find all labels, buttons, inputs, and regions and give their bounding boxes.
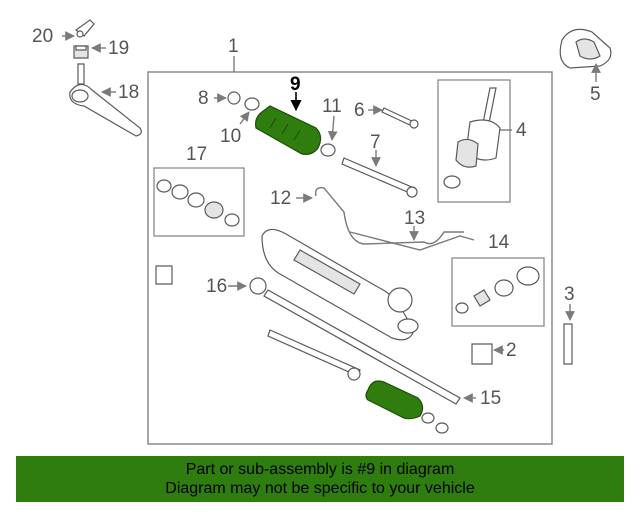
boot-part-9[interactable]	[255, 105, 322, 155]
seal-kit-part-17	[156, 179, 240, 227]
callout-17: 17	[186, 144, 207, 165]
cylinder-box	[451, 257, 545, 327]
inner-tie-rod-part-7	[341, 157, 418, 198]
parts-diagram: 1 2 3 4 5 6 7 8 9 10 11 12 13 14 15 16 1…	[32, 19, 612, 445]
callout-15: 15	[480, 388, 501, 409]
callout-9[interactable]: 9	[290, 74, 301, 95]
seal-kit-box	[153, 167, 245, 237]
callout-19: 19	[108, 38, 129, 59]
valve-part-4	[443, 87, 501, 189]
callout-1: 1	[228, 36, 239, 57]
callout-4: 4	[516, 120, 527, 141]
clip-part	[74, 19, 95, 38]
callout-11: 11	[322, 96, 342, 117]
callout-14: 14	[488, 232, 510, 253]
callout-3: 3	[564, 284, 575, 305]
callout-12: 12	[270, 188, 291, 209]
callout-2: 2	[506, 340, 517, 361]
fitment-notice-line-1: Part or sub-assembly is #9 in diagram	[185, 461, 455, 478]
assembly-frame	[147, 71, 553, 445]
rack-housing	[261, 228, 419, 341]
callout-16: 16	[206, 276, 227, 297]
callout-7: 7	[370, 132, 381, 153]
mount-part	[559, 28, 612, 69]
boot-part-9-lower[interactable]	[365, 380, 424, 420]
callout-20: 20	[32, 26, 53, 47]
valve-box	[437, 79, 511, 203]
callout-13: 13	[404, 208, 425, 229]
callout-6: 6	[354, 100, 365, 121]
bolt-part-6	[381, 107, 419, 129]
nut-part	[73, 45, 89, 59]
fitment-notice-line-2: Diagram may not be specific to your vehi…	[165, 480, 475, 497]
fitment-notice-banner: Part or sub-assembly is #9 in diagram Di…	[16, 456, 624, 502]
cylinder-kit-part-14	[455, 266, 540, 314]
callout-5: 5	[590, 84, 601, 105]
callout-10: 10	[220, 126, 241, 147]
callout-8: 8	[198, 88, 209, 109]
tie-rod-end-part	[69, 63, 142, 137]
callout-18: 18	[118, 82, 139, 103]
